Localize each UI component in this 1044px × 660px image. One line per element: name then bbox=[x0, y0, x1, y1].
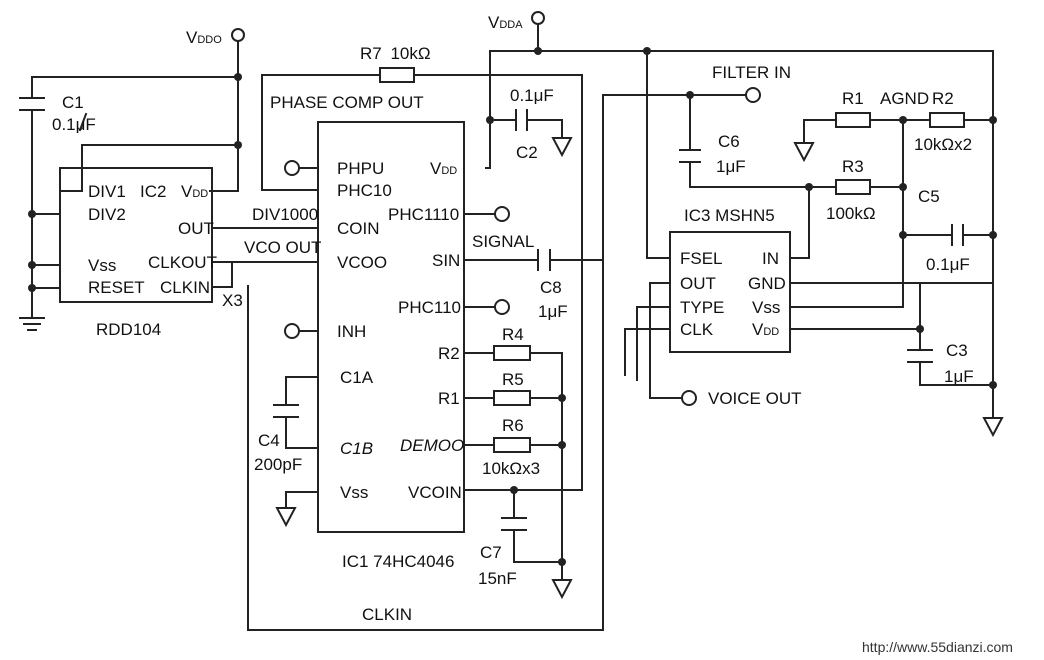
ic2-pin-vss: Vss bbox=[88, 256, 116, 275]
ic1-pin-c1b: C1B bbox=[340, 439, 373, 458]
r1-label: R1 bbox=[842, 89, 864, 108]
c5-value: 0.1μF bbox=[926, 255, 970, 274]
ic1-body bbox=[317, 121, 465, 533]
ic2-pin-clkout: CLKOUT bbox=[148, 253, 217, 272]
ic1-pin-phc1110: PHC1110 bbox=[388, 205, 459, 224]
ic3-pin-in: IN bbox=[762, 249, 779, 268]
c8-value: 1μF bbox=[538, 302, 568, 321]
ic3-pin-gnd: GND bbox=[748, 274, 786, 293]
r5-resistor bbox=[493, 390, 531, 406]
ic2-pin-out: OUT bbox=[178, 219, 214, 238]
capacitors bbox=[19, 97, 964, 531]
c6-value: 1μF bbox=[716, 157, 746, 176]
r2-label: R2 bbox=[932, 89, 954, 108]
ic3-pin-type: TYPE bbox=[680, 298, 724, 317]
vddd-label: VDDO bbox=[186, 28, 222, 47]
ic1-pin-c1a: C1A bbox=[340, 368, 374, 387]
r6-label: R6 bbox=[502, 416, 524, 435]
ic3-pin-out: OUT bbox=[680, 274, 716, 293]
ic2-body bbox=[59, 167, 213, 303]
ic3-pin-clk: CLK bbox=[680, 320, 714, 339]
c1-label: C1 bbox=[62, 93, 84, 112]
ic1-pin-demoo: DEMOO bbox=[400, 436, 464, 455]
c3-value: 1μF bbox=[944, 367, 974, 386]
ic1-pin-vdd: VDD bbox=[430, 159, 457, 178]
r2-value: 10kΩx2 bbox=[914, 135, 972, 154]
c4-value: 200pF bbox=[254, 455, 302, 474]
ic1-pin-sin: SIN bbox=[432, 251, 460, 270]
c7-value: 15nF bbox=[478, 569, 517, 588]
r3-value: 100kΩ bbox=[826, 204, 876, 223]
r4-label: R4 bbox=[502, 325, 524, 344]
ic1-pin-inh: INH bbox=[337, 322, 366, 341]
net-agnd: AGND bbox=[880, 89, 929, 108]
c2-label: C2 bbox=[516, 143, 538, 162]
r5-label: R5 bbox=[502, 370, 524, 389]
junction-dots bbox=[28, 47, 997, 566]
r6-resistor bbox=[493, 437, 531, 453]
ic2-pin-div2: DIV2 bbox=[88, 205, 126, 224]
ic3-label: IC3 MSHN5 bbox=[684, 206, 775, 225]
r456-value: 10kΩx3 bbox=[482, 459, 540, 478]
ic1-pin-phpu: PHPU bbox=[337, 159, 384, 178]
ic3-pin-vss: Vss bbox=[752, 298, 780, 317]
r7-label: R7 10kΩ bbox=[360, 44, 431, 63]
c1-value: 0.1μF bbox=[52, 115, 96, 134]
ic1-label: IC1 74HC4046 bbox=[342, 552, 454, 571]
ic2-name: IC2 bbox=[140, 182, 166, 201]
ic3-pin-vdd: VDD bbox=[752, 320, 779, 339]
ic1-pin-coin: COIN bbox=[337, 219, 380, 238]
ic1-pin-r1: R1 bbox=[438, 389, 460, 408]
r3-resistor bbox=[835, 179, 871, 195]
c7-label: C7 bbox=[480, 543, 502, 562]
c8-label: C8 bbox=[540, 278, 562, 297]
c5-label: C5 bbox=[918, 187, 940, 206]
net-filter-in: FILTER IN bbox=[712, 63, 791, 82]
c4-label: C4 bbox=[258, 431, 280, 450]
net-signal: SIGNAL bbox=[472, 232, 534, 251]
r2-resistor bbox=[929, 112, 965, 128]
ic1-pin-r2: R2 bbox=[438, 344, 460, 363]
r3-label: R3 bbox=[842, 157, 864, 176]
net-div1000: DIV1000 bbox=[252, 205, 318, 224]
net-clkin: CLKIN bbox=[362, 605, 412, 624]
r7-resistor bbox=[379, 67, 415, 83]
ic2-pin-clkin: CLKIN bbox=[160, 278, 210, 297]
c6-label: C6 bbox=[718, 132, 740, 151]
ic1-pin-phc110: PHC110 bbox=[398, 298, 461, 317]
terminals bbox=[231, 11, 761, 406]
ic2-pin-reset: RESET bbox=[88, 278, 145, 297]
r1-resistor bbox=[835, 112, 871, 128]
ic1-pin-vcoo: VCOO bbox=[337, 253, 387, 272]
c2-value: 0.1μF bbox=[510, 86, 554, 105]
r4-resistor bbox=[493, 345, 531, 361]
net-phase-comp-out: PHASE COMP OUT bbox=[270, 93, 424, 112]
ic1-pin-vss: Vss bbox=[340, 483, 368, 502]
c3-label: C3 bbox=[946, 341, 968, 360]
ic1-pin-phc10: PHC10 bbox=[337, 181, 392, 200]
ic3-pin-fsel: FSEL bbox=[680, 249, 723, 268]
vdda-label: VDDA bbox=[488, 13, 523, 32]
ground-symbols bbox=[19, 137, 1004, 600]
wires bbox=[31, 23, 994, 631]
crystal-x3-label: X3 bbox=[222, 291, 243, 310]
net-voice-out: VOICE OUT bbox=[708, 389, 802, 408]
ic2-part-number: RDD104 bbox=[96, 320, 161, 339]
ic2-pin-vdd: VDD bbox=[181, 182, 208, 201]
net-vco-out: VCO OUT bbox=[244, 238, 321, 257]
ic1-pin-vcoin: VCOIN bbox=[408, 483, 462, 502]
ic2-pin-div1: DIV1 bbox=[88, 182, 126, 201]
watermark: http://www.55dianzi.com bbox=[862, 639, 1013, 655]
ic3-body bbox=[669, 231, 791, 353]
